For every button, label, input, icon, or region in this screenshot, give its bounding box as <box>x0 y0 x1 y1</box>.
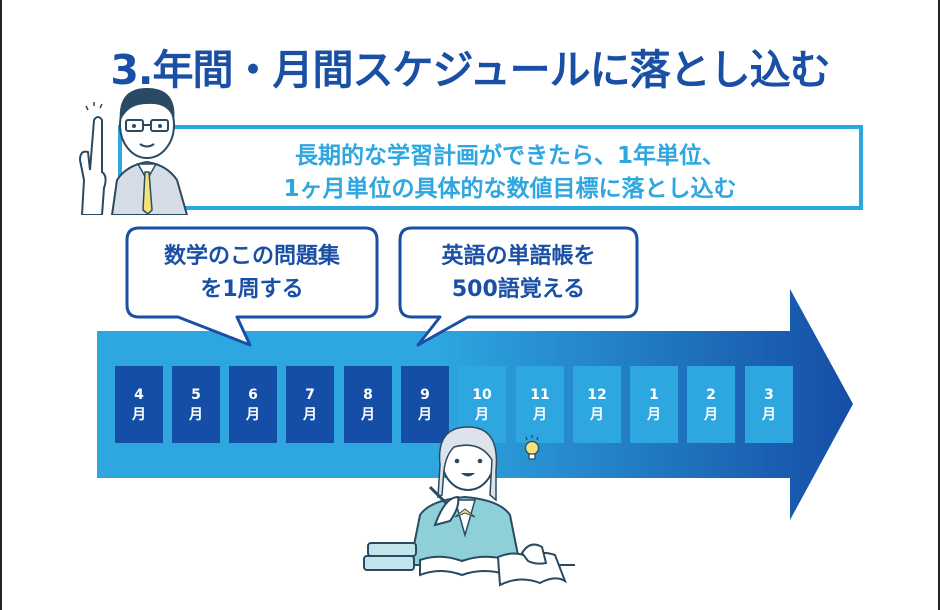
month-unit: 月 <box>361 406 375 423</box>
month-number: 7 <box>305 386 315 403</box>
month-box-nov: 11 月 <box>516 366 564 443</box>
lead-line-1: 長期的な学習計画ができたら、1年単位、 <box>294 143 725 169</box>
month-number: 12 <box>587 386 607 403</box>
lead-line-2: 1ヶ月単位の具体的な数値目標に落とし込む <box>283 176 737 202</box>
month-number: 9 <box>420 386 430 403</box>
page-title: 3.年間・月間スケジュールに落とし込む <box>110 46 830 94</box>
month-unit: 月 <box>246 406 260 423</box>
goal-bubble-english-line-1: 英語の単語帳を <box>441 243 596 269</box>
month-unit: 月 <box>189 406 203 423</box>
goal-bubble-english: 英語の単語帳を 500語覚える <box>400 228 637 317</box>
girl-studying-icon <box>363 426 575 587</box>
month-unit: 月 <box>704 406 718 423</box>
man-pointing-icon <box>78 88 189 215</box>
month-number: 11 <box>530 386 550 403</box>
month-number: 5 <box>191 386 201 403</box>
month-unit: 月 <box>533 406 547 423</box>
lightbulb-icon <box>524 435 540 460</box>
lead-box <box>118 125 863 210</box>
month-unit: 月 <box>418 406 432 423</box>
month-unit: 月 <box>762 406 776 423</box>
goal-bubble-english-line-2: 500語覚える <box>451 276 586 302</box>
month-box-dec: 12 月 <box>573 366 621 443</box>
goal-bubble-math-line-1: 数学のこの問題集 <box>163 243 340 269</box>
month-unit: 月 <box>590 406 604 423</box>
month-number: 10 <box>472 386 492 403</box>
goal-bubble-math: 数学のこの問題集 を1周する <box>127 228 377 317</box>
month-unit: 月 <box>132 406 146 423</box>
month-number: 8 <box>363 386 373 403</box>
month-number: 1 <box>649 386 659 403</box>
month-number: 4 <box>134 386 144 403</box>
month-unit: 月 <box>475 406 489 423</box>
month-unit: 月 <box>303 406 317 423</box>
month-number: 3 <box>764 386 774 403</box>
goal-bubble-math-line-2: を1周する <box>200 276 304 302</box>
month-unit: 月 <box>647 406 661 423</box>
month-number: 2 <box>706 386 716 403</box>
month-number: 6 <box>248 386 258 403</box>
